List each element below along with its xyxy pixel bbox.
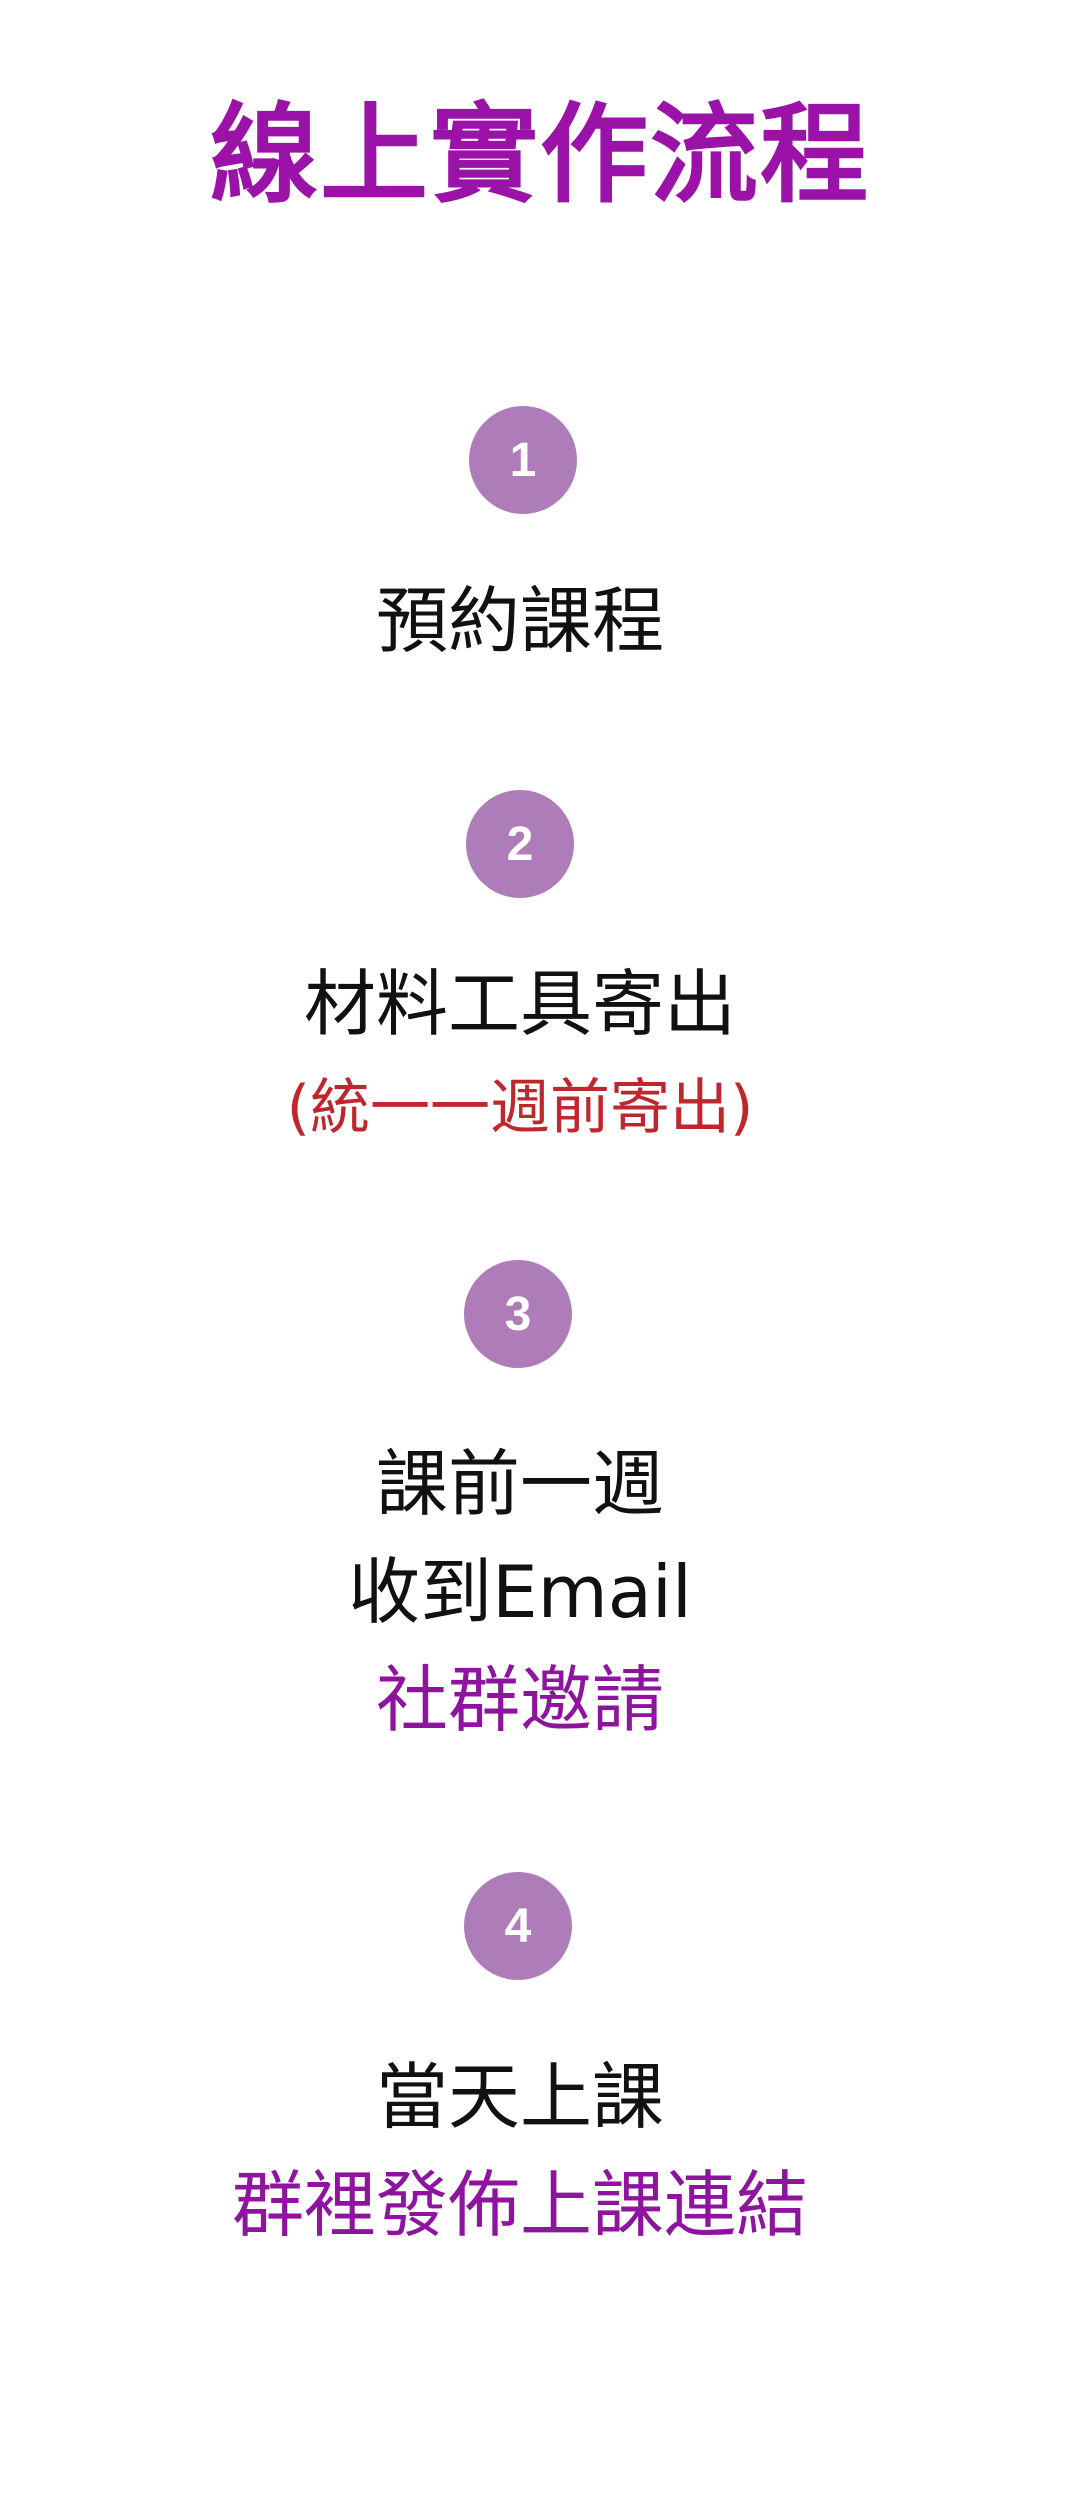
step-3-line-3: 社群邀請 (375, 1658, 664, 1742)
step-4-line-1: 當天上課 (375, 2055, 664, 2139)
step-2-line-1: 材料工具寄出 (303, 962, 736, 1046)
step-1-line-1: 預約課程 (375, 579, 664, 663)
step-3-line-1: 課前一週 (375, 1442, 664, 1526)
step-3-line-2: 收到Email (348, 1550, 692, 1634)
step-2-line-2: (統一一週前寄出) (286, 1073, 754, 1143)
step-4-text: 當天上課 群裡發佈上課連結 (0, 2043, 1040, 2259)
step-2-badge: 2 (466, 790, 574, 898)
step-4-line-2: 群裡發佈上課連結 (231, 2163, 808, 2247)
step-1-badge: 1 (469, 406, 577, 514)
step-1-number: 1 (509, 433, 537, 487)
page-title: 線上實作流程 (209, 92, 870, 218)
step-4-badge: 4 (464, 1872, 572, 1980)
step-3-text: 課前一週 收到Email 社群邀請 (0, 1430, 1040, 1754)
step-2-number: 2 (506, 817, 534, 871)
step-3-badge: 3 (464, 1260, 572, 1368)
step-4-number: 4 (504, 1899, 532, 1953)
step-1-text: 預約課程 (0, 567, 1040, 675)
step-3-number: 3 (504, 1287, 532, 1341)
step-2-text: 材料工具寄出 (統一一週前寄出) (0, 950, 1040, 1158)
